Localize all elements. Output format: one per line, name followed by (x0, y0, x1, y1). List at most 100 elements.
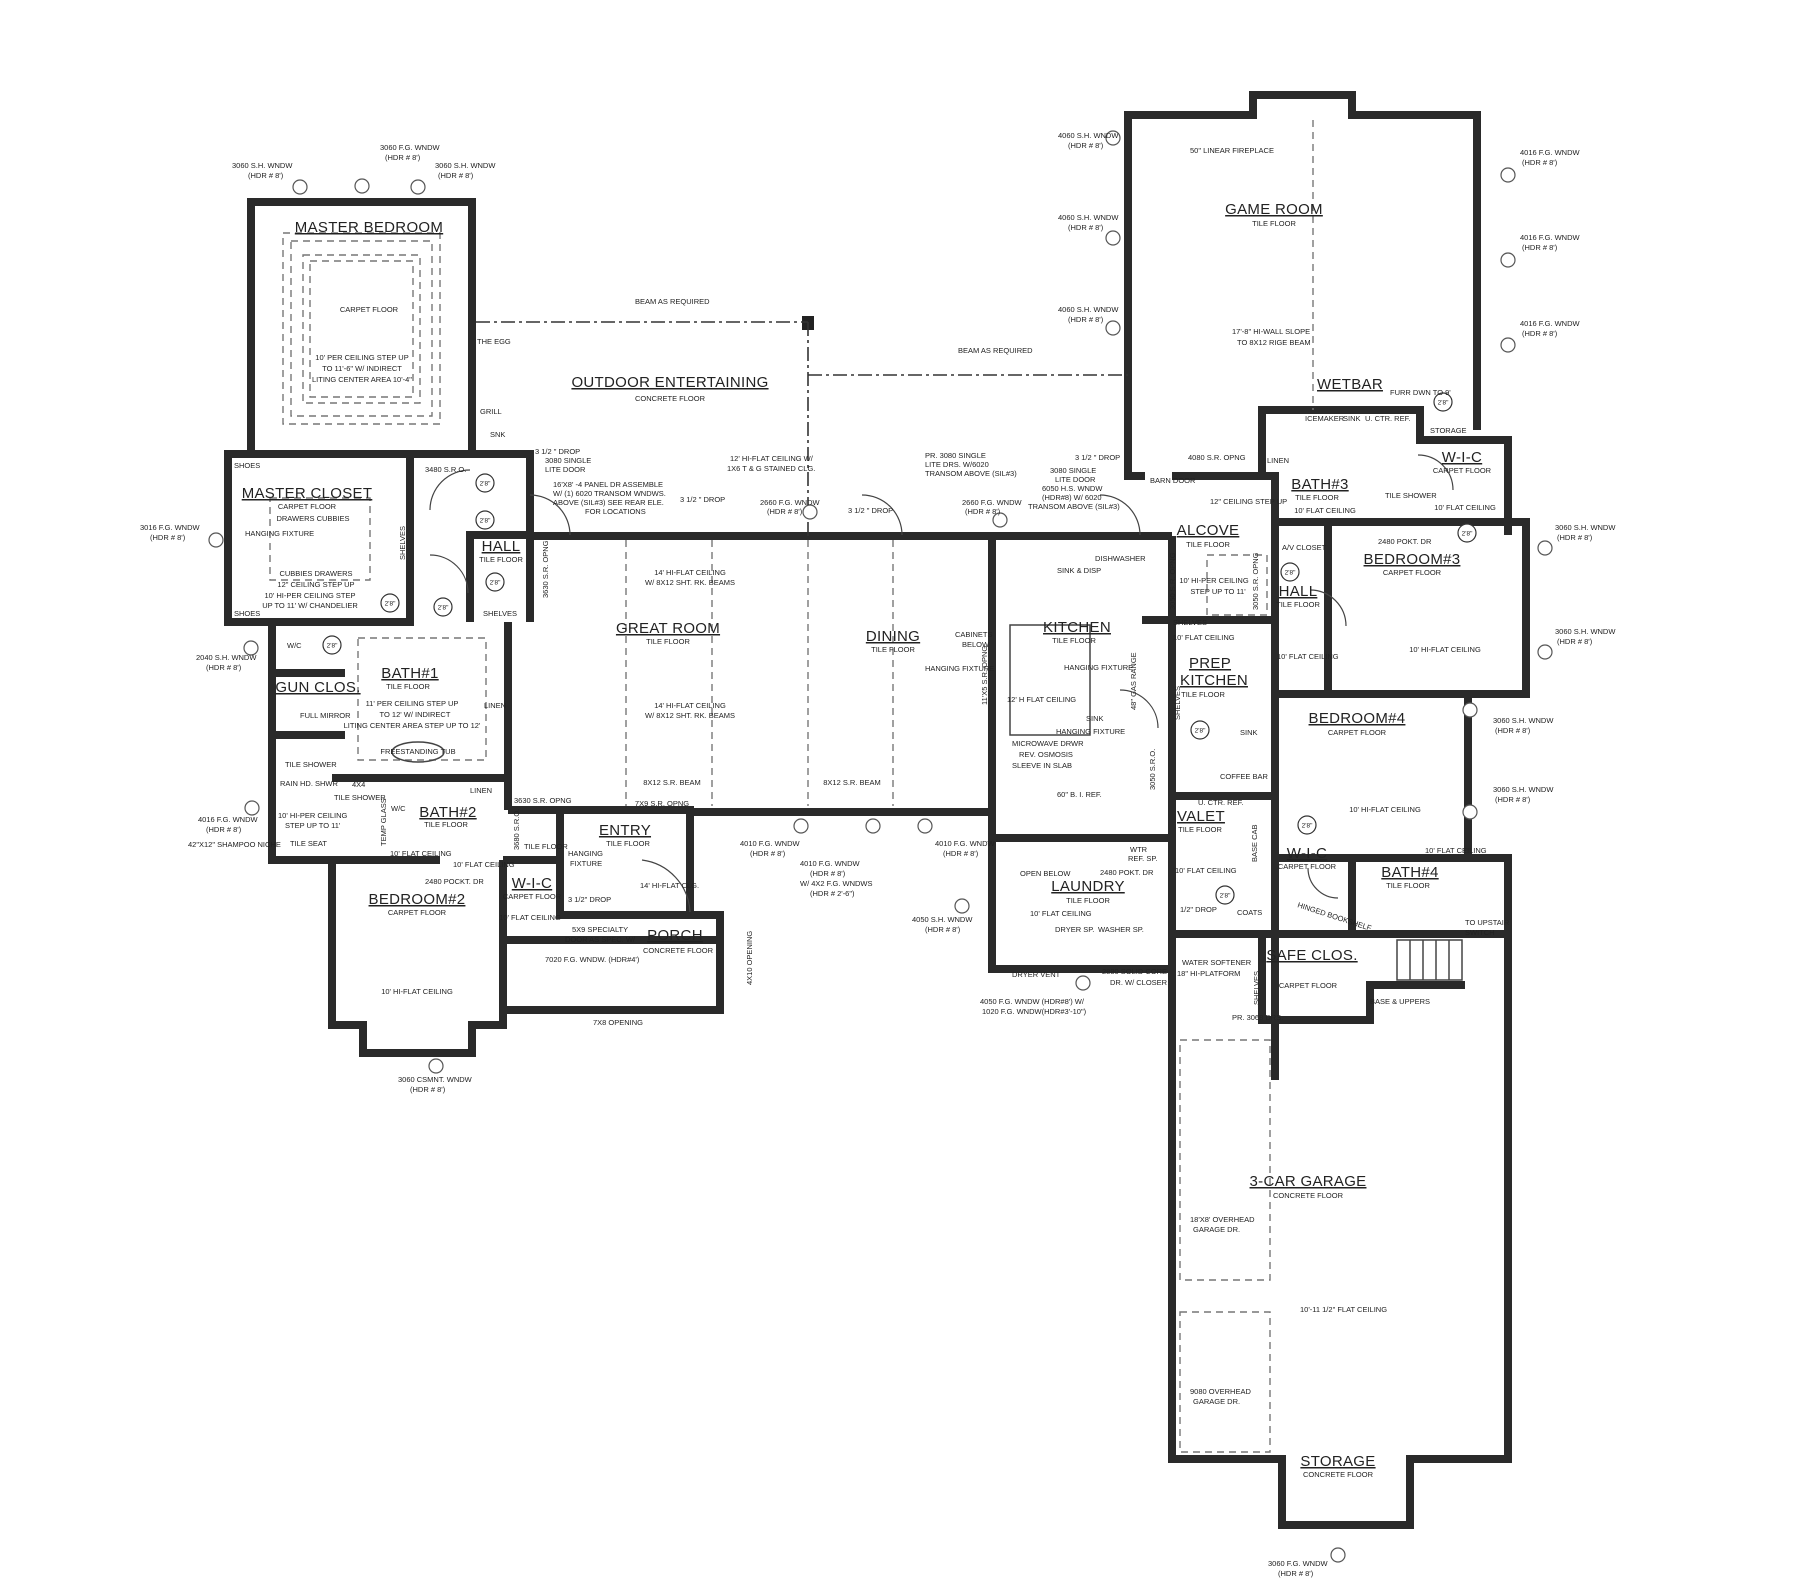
note: DRYER SP. (1055, 925, 1094, 934)
opening-note: 3630 S.R. OPNG (541, 540, 550, 598)
room-name-kitchen: KITCHEN (1043, 619, 1111, 636)
door-tag: 2'8" (1297, 815, 1317, 835)
window-note: (HDR # 8') (767, 507, 803, 516)
note: 50" LINEAR FIREPLACE (1190, 146, 1274, 155)
ceiling-note: 10' HI-FLAT CEILING (1409, 645, 1481, 654)
window-note: 4016 F.G. WNDW (1520, 233, 1581, 242)
wall-entry (503, 807, 724, 1014)
opening-note: 7X8 OPENING (593, 1018, 643, 1027)
fixture-note: GRILL (480, 407, 502, 416)
ceiling-note: 10' FLAT CEILING (499, 913, 561, 922)
room-name-hall: HALL (482, 538, 521, 555)
wall-alcove-right (1172, 472, 1279, 1080)
note: UP TO 11' W/ CHANDELIER (262, 601, 358, 610)
ceiling-note: 10' PER CEILING STEP UP (315, 353, 408, 362)
ceiling-note: STEP UP TO 11' (285, 821, 341, 830)
door-tag: 2'8" (1457, 523, 1477, 543)
window-note: 4010 F.G. WNDW (740, 839, 801, 848)
door-note: LITE DRS. W/6020 (925, 460, 989, 469)
floor-type: CONCRETE FLOOR (643, 946, 714, 955)
note: FULL MIRROR (300, 711, 351, 720)
fixture-note: HANGING FIXTURE (1056, 727, 1125, 736)
window-note: 4060 S.H. WNDW (1058, 305, 1119, 314)
window-note: W/ 4X2 F.G. WNDWS (800, 879, 873, 888)
note: 42"X12" SHAMPOO NICHE (188, 840, 281, 849)
floor-type: CARPET FLOOR (1279, 981, 1338, 990)
ceiling-note: 10' FLAT CEILING (1294, 506, 1356, 515)
floor-type: TILE FLOOR (646, 637, 690, 646)
door-tag: 2'8" (1280, 562, 1300, 582)
note: TILE SEAT (290, 839, 327, 848)
floor-type: TILE FLOOR (524, 842, 568, 851)
window-note: 4050 S.H. WNDW (912, 915, 973, 924)
room-name-dining: DINING (866, 628, 920, 645)
ceiling-note: 10' FLAT CEILING (1425, 846, 1487, 855)
note: TO UPSTAIR (1465, 918, 1510, 927)
note: BELOW (962, 640, 990, 649)
note: SINK & DISP (1057, 566, 1101, 575)
door-note: PR. 3068 DRS. (1232, 1013, 1283, 1022)
window-note: 2660 F.G. WNDW (760, 498, 821, 507)
beam-note: 8X12 S.R. BEAM (823, 778, 881, 787)
note: REV. OSMOSIS (1019, 750, 1073, 759)
floor-type: TILE FLOOR (1181, 690, 1225, 699)
ceiling-lines (269, 120, 1314, 1453)
window-note: (HDR # 8') (248, 171, 284, 180)
door-note: 3 1/2 " DROP (848, 506, 893, 515)
room-name-wic: W-I-C (1287, 845, 1327, 862)
window-note: 2660 F.G. WNDW (962, 498, 1023, 507)
note: SHOES (234, 461, 260, 470)
ceiling-note: TO 12' W/ INDIRECT (380, 710, 451, 719)
window-note: (HDR # 8') (1557, 533, 1593, 542)
room-name-game-room: GAME ROOM (1225, 201, 1323, 218)
door-tag-label: 2'8" (1285, 570, 1296, 577)
wall-game-room (1124, 91, 1481, 480)
note: 48" GAS RANGE (1129, 652, 1138, 710)
door-note: 2480 POCKT. DR (425, 877, 484, 886)
ceiling-note: 12" CEILING STEP UP (1210, 497, 1287, 506)
walls (224, 91, 1530, 1529)
opening-note: 4080 S.R. OPNG (1188, 453, 1246, 462)
room-name-storage: STORAGE (1300, 1453, 1375, 1470)
door-note: 16'X8' -4 PANEL DR ASSEMBLE (553, 480, 663, 489)
note: FURR DWN TO 9' (1390, 388, 1451, 397)
floor-type: CARPET FLOOR (1278, 862, 1337, 871)
door-tag-label: 2'8" (1302, 823, 1313, 830)
floor-type: TILE FLOOR (1186, 540, 1230, 549)
ceiling-note: W/ 8X12 SHT. RK. BEAMS (645, 711, 735, 720)
ceiling-note: 10'-11 1/2" FLAT CEILING (1300, 1305, 1387, 1314)
floor-type: CARPET FLOOR (388, 908, 447, 917)
ceiling-note: 10' FLAT CEILING (1277, 652, 1339, 661)
door-note: PR. 3080 SINGLE (925, 451, 986, 460)
note: ICEMAKER (1305, 414, 1345, 423)
floor-type: CONCRETE FLOOR (635, 394, 706, 403)
ceiling-note: LITING CENTER AREA 10'-4" (312, 375, 412, 384)
opening-note: 3480 S.R.O. (425, 465, 466, 474)
note: SHELVES (1173, 618, 1207, 627)
door-tag: 2'8" (380, 593, 400, 613)
window-note: (HDR # 8') (1068, 141, 1104, 150)
note: A/V CLOSET (1282, 543, 1327, 552)
door-tag: 2'8" (1190, 720, 1210, 740)
window-note: 6050 H.S. WNDW (1042, 484, 1103, 493)
ceiling-note: 10' HI-PER CEILING (278, 811, 348, 820)
doors (429, 454, 1454, 913)
note: DRAWERS CUBBIES (276, 514, 349, 523)
stairs (1396, 939, 1463, 981)
floor-type: CARPET FLOOR (340, 305, 399, 314)
note: LINEN (484, 701, 506, 710)
door-tag: 2'8" (485, 572, 505, 592)
floor-type: TILE FLOOR (1052, 636, 1096, 645)
room-name-bath1: BATH#1 (381, 665, 438, 682)
door-tag-label: 2'8" (1220, 893, 1231, 900)
room-name-master-closet: MASTER CLOSET (242, 485, 373, 502)
opening-note: 4X10 OPENING (745, 931, 754, 985)
note: REF. SP. (1128, 854, 1157, 863)
door-note: 3080 SINGLE (545, 456, 591, 465)
door-note: 2480 POKT. DR (1100, 868, 1154, 877)
window-note: 4060 S.H. WNDW (1058, 131, 1119, 140)
door-tag-label: 2'8" (1462, 531, 1473, 538)
ceiling-note: 10' FLAT CEILING (453, 860, 515, 869)
note: TILE SHOWER (285, 760, 337, 769)
room-name-wic: W-I-C (1442, 449, 1482, 466)
